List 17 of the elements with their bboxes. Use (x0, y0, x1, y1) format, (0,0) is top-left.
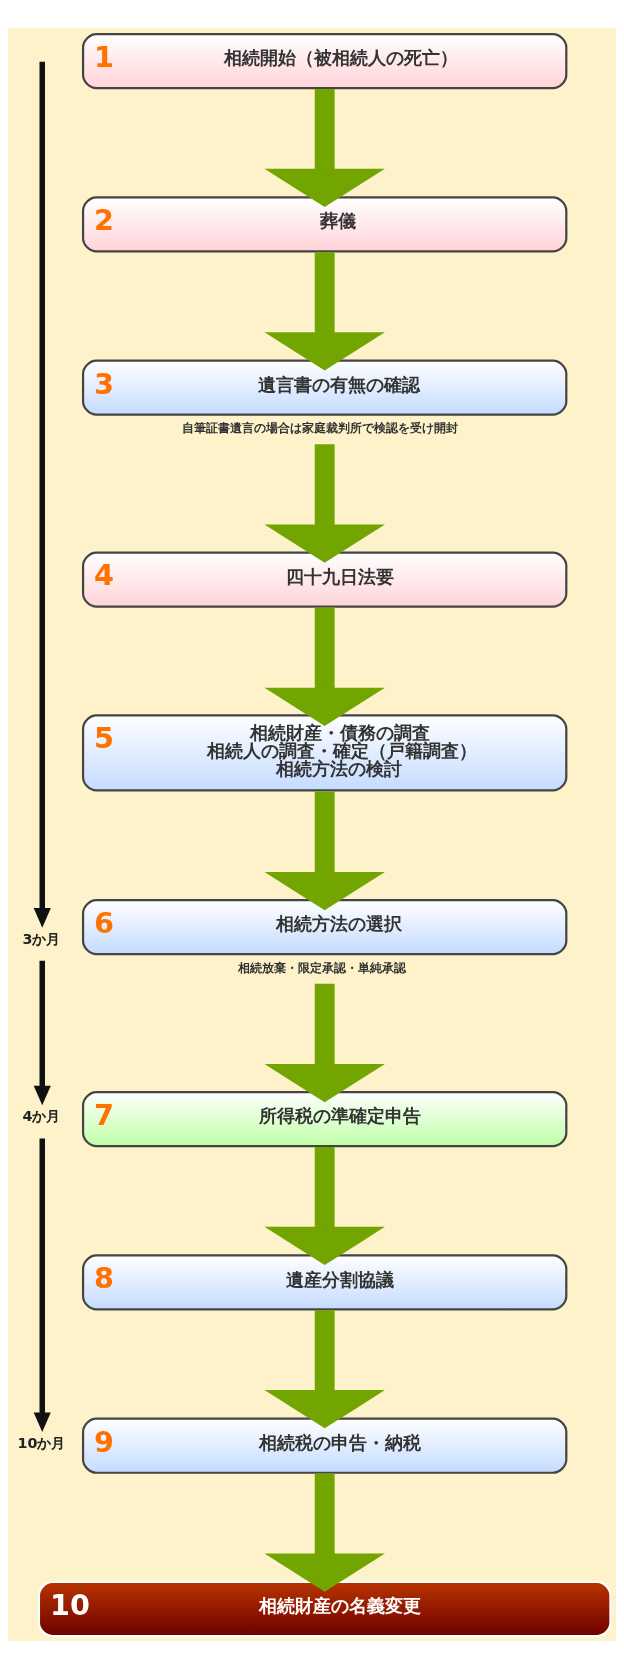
arrow (264, 444, 385, 563)
arrow (33, 1138, 51, 1433)
arrow (264, 1147, 385, 1266)
arrow (264, 791, 385, 911)
node-label: 自筆証書遺言の場合は家庭裁判所で検認を受け開封 (181, 421, 458, 436)
node-text: 4か月 (22, 1108, 61, 1125)
arrow (33, 61, 51, 928)
arrow (33, 960, 51, 1106)
arrow (264, 89, 385, 208)
node-text: 10か月 (17, 1434, 66, 1451)
arrow (264, 983, 385, 1103)
arrow (264, 252, 385, 371)
arrow (264, 607, 385, 726)
arrow (264, 1473, 385, 1592)
node-label: 相続放棄・限定承認・単純承認 (237, 960, 406, 975)
arrow (264, 1310, 385, 1429)
node-text: 3か月 (22, 930, 61, 947)
